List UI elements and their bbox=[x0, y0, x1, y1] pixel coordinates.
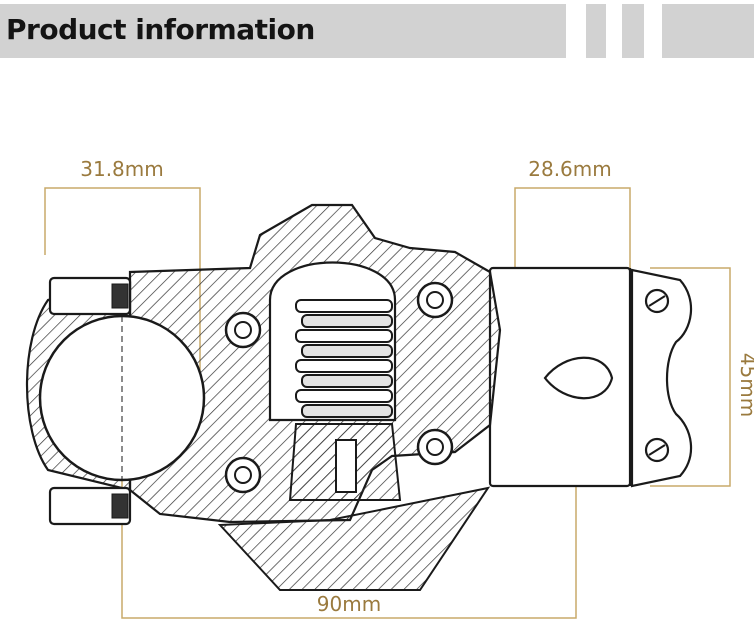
clamp-cap-bottom bbox=[48, 486, 132, 526]
pivot-bolt-lower-left bbox=[224, 456, 262, 494]
dimension-steerer-diameter: 28.6mm bbox=[528, 157, 612, 181]
banner-stripe bbox=[586, 4, 606, 58]
dimension-stem-length: 90mm bbox=[317, 592, 381, 616]
pivot-bolt-lower-right bbox=[416, 428, 454, 466]
dimension-stack-height: 45mm bbox=[736, 353, 754, 417]
clamp-bolt-bottom bbox=[111, 493, 129, 519]
steerer-slot bbox=[543, 356, 614, 400]
steerer-faceplate bbox=[630, 268, 693, 488]
adjuster-screw bbox=[335, 439, 357, 493]
dimension-clamp-diameter: 31.8mm bbox=[80, 157, 164, 181]
header-banner: Product information bbox=[0, 4, 754, 58]
pivot-bolt-upper-left bbox=[224, 311, 262, 349]
faceplate-bolt-bottom bbox=[644, 437, 670, 463]
pivot-bolt-upper-right bbox=[416, 281, 454, 319]
suspension-spring bbox=[295, 299, 393, 418]
clamp-bolt-top bbox=[111, 283, 129, 309]
banner-stripe bbox=[622, 4, 644, 58]
page-title: Product information bbox=[6, 13, 315, 46]
banner-stripe bbox=[662, 4, 754, 58]
banner-bar bbox=[0, 4, 566, 58]
faceplate-bolt-top bbox=[644, 288, 670, 314]
clamp-cap-top bbox=[48, 276, 132, 316]
